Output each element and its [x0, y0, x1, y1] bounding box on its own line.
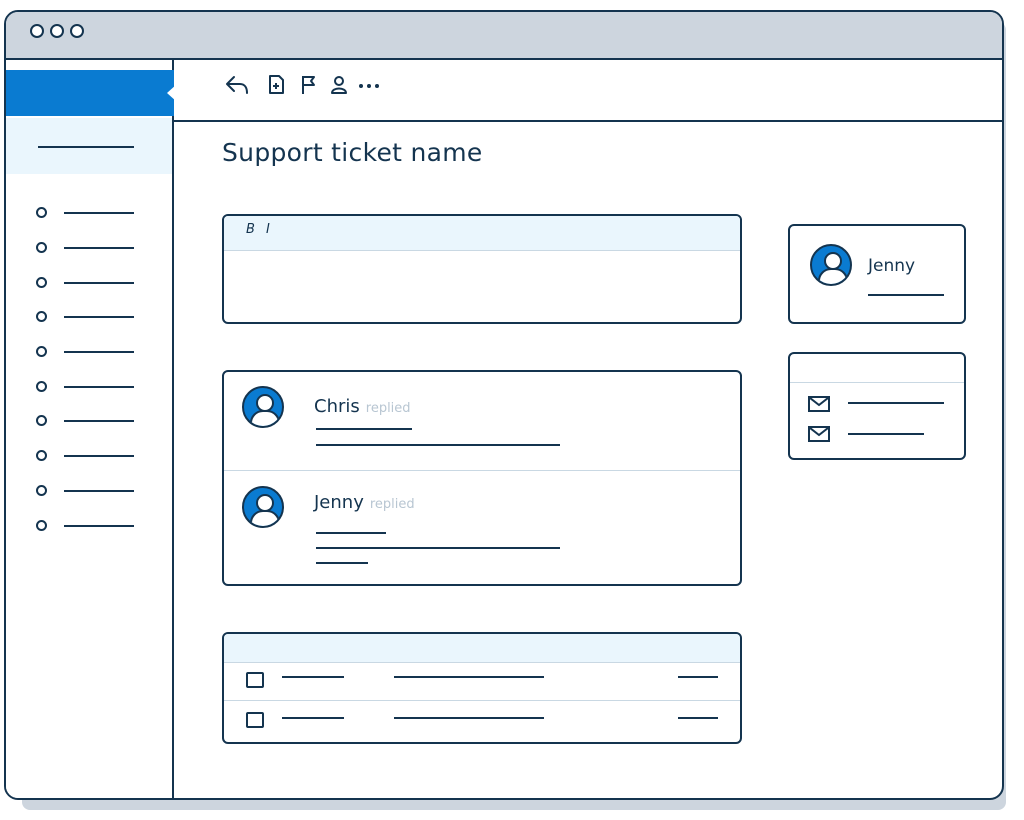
sidebar-item-label [64, 212, 134, 214]
cell-line [394, 717, 544, 719]
message-line [316, 428, 412, 430]
reply-icon[interactable] [224, 74, 248, 100]
avatar [810, 244, 852, 286]
sidebar-item-label [64, 525, 134, 527]
sidebar-item-label [64, 490, 134, 492]
bold-button[interactable]: B [246, 222, 255, 237]
assignee-card[interactable]: Jenny [788, 224, 966, 324]
email-line[interactable] [848, 402, 944, 404]
assignee-detail-line [868, 294, 944, 296]
message-line [316, 562, 368, 564]
reply-action: replied [369, 497, 415, 512]
italic-button[interactable]: I [266, 222, 270, 237]
reply-author: Jenny replied [314, 492, 415, 513]
divider [224, 700, 740, 701]
contact-card [788, 352, 966, 460]
reply-action: replied [365, 401, 411, 416]
sidebar-item-label [64, 282, 134, 284]
bullet-icon [36, 485, 47, 496]
reply-author-name: Chris [314, 396, 360, 417]
sidebar-item-label [64, 247, 134, 249]
sidebar-item[interactable] [36, 238, 146, 258]
sidebar-item-label [64, 455, 134, 457]
sidebar-item[interactable] [36, 307, 146, 327]
tasks-table [222, 632, 742, 744]
sidebar-item[interactable] [36, 377, 146, 397]
cell-line [394, 676, 544, 678]
email-line[interactable] [848, 433, 924, 435]
reply-author: Chris replied [314, 396, 411, 417]
bullet-icon [36, 207, 47, 218]
sidebar-item-label [64, 351, 134, 353]
sidebar-item[interactable] [36, 203, 146, 223]
message-line [316, 444, 560, 446]
sidebar-item[interactable] [36, 273, 146, 293]
bullet-icon [36, 346, 47, 357]
divider [224, 470, 740, 471]
window-minimize-button[interactable] [50, 24, 64, 38]
reply-author-name: Jenny [314, 492, 364, 513]
sidebar-subheader[interactable] [6, 118, 172, 174]
mail-icon [808, 396, 830, 412]
cell-line [678, 676, 718, 678]
sidebar-item[interactable] [36, 342, 146, 362]
sidebar-item-label [64, 420, 134, 422]
more-icon[interactable] [356, 74, 379, 100]
cell-line [282, 676, 344, 678]
sidebar-item[interactable] [36, 411, 146, 431]
row-checkbox[interactable] [246, 672, 264, 688]
reply-editor[interactable]: B I [222, 214, 742, 324]
toolbar [174, 60, 1002, 122]
bullet-icon [36, 381, 47, 392]
sidebar-item[interactable] [36, 481, 146, 501]
sidebar-item-label [64, 316, 134, 318]
flag-icon[interactable] [298, 74, 320, 100]
window-maximize-button[interactable] [70, 24, 84, 38]
bullet-icon [36, 415, 47, 426]
bullet-icon [36, 242, 47, 253]
table-header [224, 634, 740, 663]
cell-line [678, 717, 718, 719]
message-line [316, 547, 560, 549]
sidebar-item[interactable] [36, 446, 146, 466]
avatar [242, 486, 284, 528]
assignee-name: Jenny [868, 256, 916, 276]
divider [790, 382, 964, 383]
message-line [316, 532, 386, 534]
window-close-button[interactable] [30, 24, 44, 38]
row-checkbox[interactable] [246, 712, 264, 728]
mail-icon [808, 426, 830, 442]
bullet-icon [36, 311, 47, 322]
sidebar-item-label [64, 386, 134, 388]
new-document-icon[interactable] [266, 74, 288, 100]
sidebar-item[interactable] [36, 516, 146, 536]
cell-line [282, 717, 344, 719]
editor-toolbar: B I [224, 216, 740, 251]
bullet-icon [36, 450, 47, 461]
sidebar [6, 60, 177, 798]
user-icon[interactable] [328, 74, 350, 100]
conversation-panel: Chris replied Jenny replied [222, 370, 742, 586]
sidebar-subheader-label [38, 146, 134, 148]
bullet-icon [36, 520, 47, 531]
avatar [242, 386, 284, 428]
sidebar-active-item[interactable] [6, 70, 177, 116]
bullet-icon [36, 277, 47, 288]
page-title: Support ticket name [222, 138, 483, 167]
title-bar [6, 12, 1002, 60]
